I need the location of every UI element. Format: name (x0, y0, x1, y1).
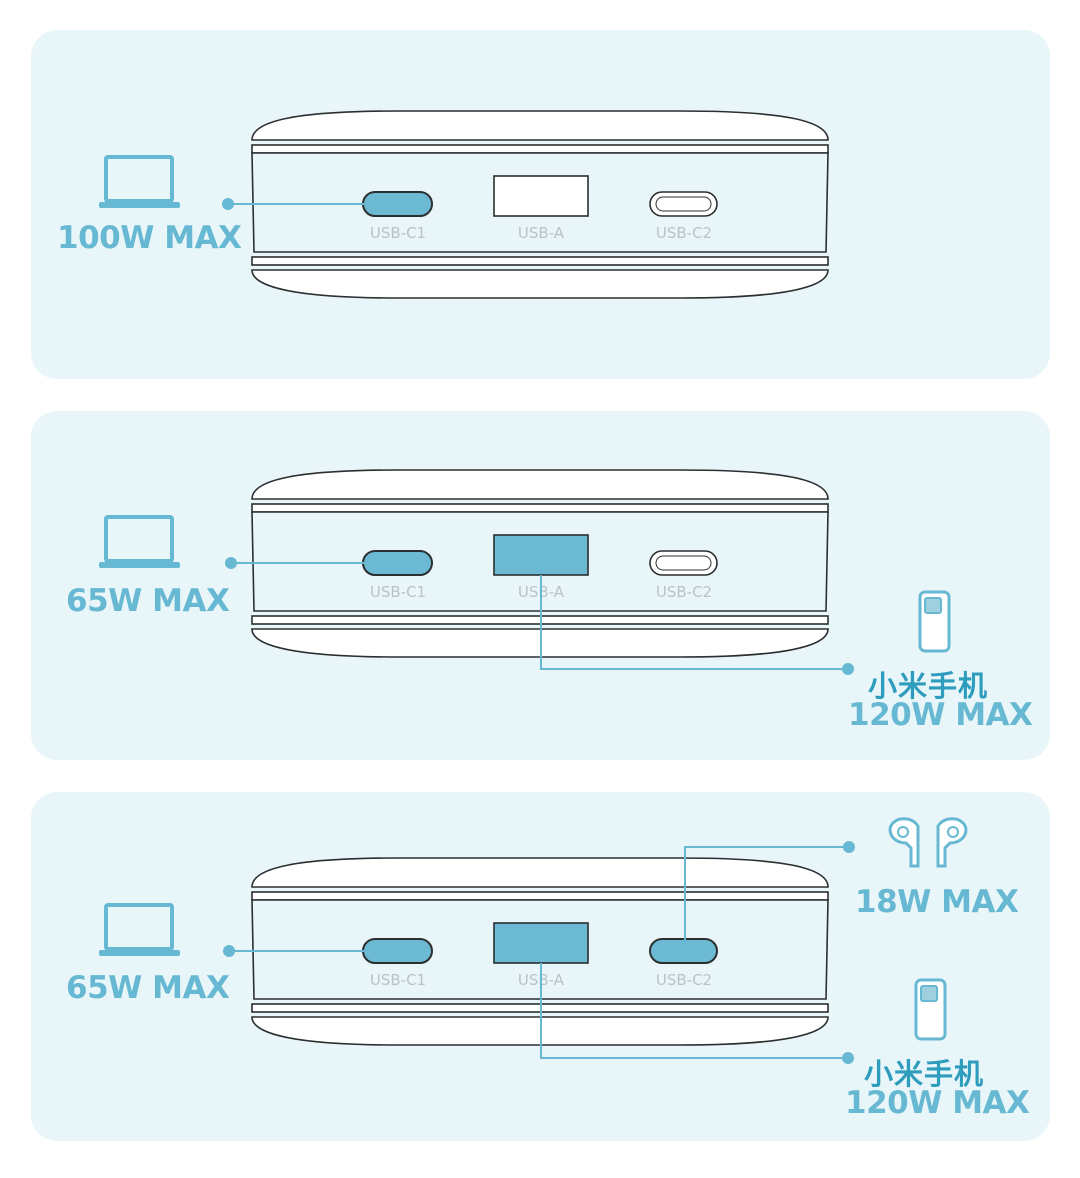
usb-a-port (493, 534, 589, 576)
usb-c2-port (649, 550, 718, 576)
phone-name-label: 小米手机 (868, 669, 989, 703)
phone-name-label: 小米手机 (864, 1057, 985, 1091)
port-label-a: USB-A (518, 224, 565, 242)
port-label-c1: USB-C1 (370, 971, 426, 989)
laptop-icon (97, 155, 182, 210)
phone-power-label: 120W MAX (845, 1085, 1030, 1121)
connector-line (225, 557, 854, 675)
port-label-c1: USB-C1 (370, 583, 426, 601)
power-bank-3: USB-C1 USB-A USB-C2 (251, 857, 829, 1046)
usb-c2-port (649, 938, 718, 964)
usb-c1-port (362, 938, 433, 964)
usb-c2-port (649, 191, 718, 217)
earbuds-power-label: 18W MAX (855, 884, 1019, 920)
phone-power-label: 120W MAX (848, 697, 1033, 733)
laptop-icon (97, 903, 182, 958)
usb-a-port (493, 922, 589, 964)
port-label-c1: USB-C1 (370, 224, 426, 242)
connector-line (222, 198, 364, 210)
usb-a-port (493, 175, 589, 217)
connector-line (223, 841, 855, 1064)
laptop-icon (97, 515, 182, 570)
port-label-c2: USB-C2 (656, 583, 712, 601)
phone-icon (918, 590, 951, 653)
usb-c1-port (362, 550, 433, 576)
port-label-c2: USB-C2 (656, 971, 712, 989)
power-bank-2: USB-C1 USB-A USB-C2 (251, 469, 829, 658)
earbuds-icon (888, 817, 968, 868)
laptop-power-label: 100W MAX (57, 220, 242, 256)
laptop-power-label: 65W MAX (66, 970, 230, 1006)
port-label-c2: USB-C2 (656, 224, 712, 242)
phone-icon (914, 978, 947, 1041)
laptop-power-label: 65W MAX (66, 583, 230, 619)
usb-c1-port (362, 191, 433, 217)
power-bank-1: USB-C1 USB-A USB-C2 (251, 110, 829, 299)
